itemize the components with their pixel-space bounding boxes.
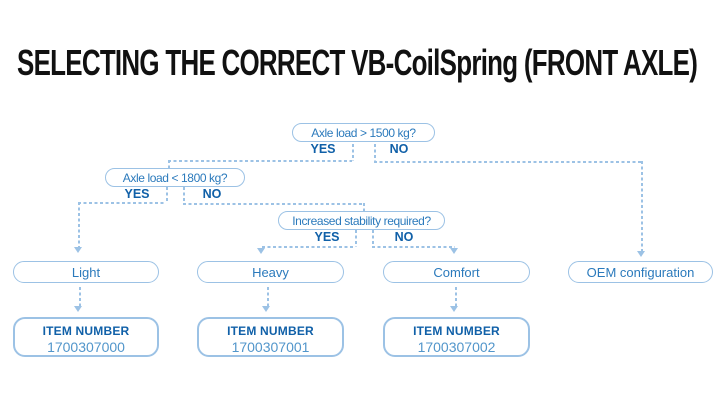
connector-d3-yes-horizontal bbox=[262, 246, 355, 248]
connector-d2-yes-drop bbox=[78, 202, 80, 247]
outcome-label: Comfort bbox=[433, 264, 480, 280]
connector-d3-yes-stub bbox=[355, 230, 357, 247]
item-number-heading: ITEM NUMBER bbox=[42, 324, 130, 338]
no-branch-label-2: NO bbox=[202, 187, 222, 201]
decision-node-increased-stability: Increased stability required? bbox=[278, 211, 445, 230]
arrowhead-icon bbox=[450, 248, 458, 254]
connector-d3-no-horizontal bbox=[372, 246, 455, 248]
yes-branch-label-2: YES bbox=[124, 187, 150, 201]
outcome-label: OEM configuration bbox=[586, 264, 695, 280]
outcome-node-heavy: Heavy bbox=[197, 261, 344, 283]
page-title: SELECTING THE CORRECT VB-CoilSpring (FRO… bbox=[17, 42, 698, 83]
arrowhead-icon bbox=[450, 306, 458, 312]
decision-question: Axle load < 1800 kg? bbox=[122, 170, 228, 185]
connector-d1-no-horizontal bbox=[374, 161, 642, 163]
connector-d1-yes-stub bbox=[352, 144, 354, 161]
decision-question: Increased stability required? bbox=[292, 213, 431, 228]
connector-d1-yes-horizontal bbox=[168, 160, 352, 162]
connector-d1-no-drop bbox=[641, 161, 643, 251]
yes-branch-label-3: YES bbox=[314, 230, 340, 244]
arrowhead-icon bbox=[637, 251, 645, 257]
outcome-node-light: Light bbox=[13, 261, 159, 283]
connector-d1-no-stub bbox=[374, 144, 376, 162]
decision-node-axle-load-1800: Axle load < 1800 kg? bbox=[105, 168, 245, 187]
item-number-heading: ITEM NUMBER bbox=[227, 324, 314, 338]
item-number-box-heavy: ITEM NUMBER 1700307001 bbox=[197, 317, 344, 357]
outcome-node-comfort: Comfort bbox=[383, 261, 530, 283]
item-number-value: 1700307000 bbox=[47, 339, 125, 355]
connector-heavy-to-item bbox=[267, 287, 269, 306]
arrowhead-icon bbox=[74, 247, 82, 253]
item-number-box-light: ITEM NUMBER 1700307000 bbox=[13, 317, 159, 357]
connector-comfort-to-item bbox=[455, 287, 457, 306]
connector-d2-yes-stub bbox=[166, 187, 168, 203]
connector-d2-no-stub bbox=[183, 187, 185, 204]
decision-question: Axle load > 1500 kg? bbox=[311, 125, 416, 140]
outcome-label: Light bbox=[71, 264, 101, 280]
yes-branch-label-1: YES bbox=[310, 142, 336, 156]
connector-d2-no-drop bbox=[363, 203, 365, 211]
arrowhead-icon bbox=[262, 306, 270, 312]
item-number-heading: ITEM NUMBER bbox=[413, 324, 500, 338]
connector-d2-no-horizontal bbox=[183, 203, 363, 205]
connector-d3-no-stub bbox=[372, 230, 374, 247]
item-number-value: 1700307001 bbox=[231, 339, 310, 355]
outcome-label: Heavy bbox=[252, 264, 289, 280]
item-number-value: 1700307002 bbox=[417, 339, 496, 355]
no-branch-label-3: NO bbox=[394, 230, 414, 244]
outcome-node-oem-configuration: OEM configuration bbox=[568, 261, 713, 283]
arrowhead-icon bbox=[257, 248, 265, 254]
connector-light-to-item bbox=[79, 287, 81, 306]
connector-d2-yes-horizontal bbox=[78, 202, 166, 204]
connector-d1-yes-drop bbox=[168, 160, 170, 168]
decision-node-axle-load-1500: Axle load > 1500 kg? bbox=[292, 123, 435, 142]
arrowhead-icon bbox=[74, 306, 82, 312]
item-number-box-comfort: ITEM NUMBER 1700307002 bbox=[383, 317, 530, 357]
no-branch-label-1: NO bbox=[389, 142, 409, 156]
